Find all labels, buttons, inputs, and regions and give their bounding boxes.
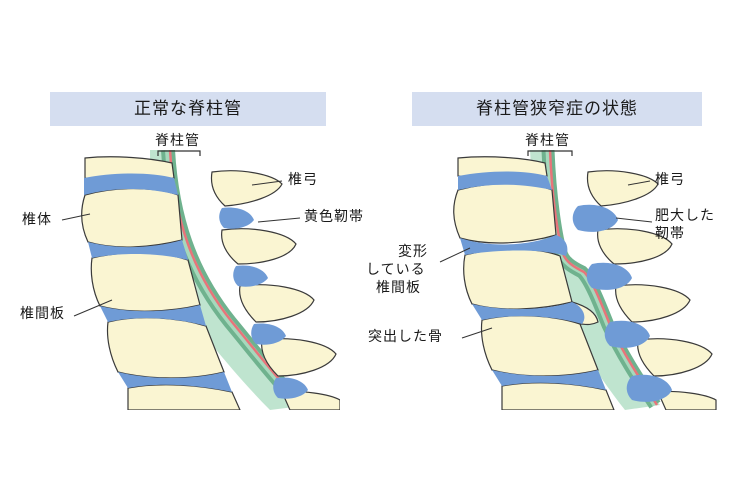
vertebral-body bbox=[90, 252, 201, 312]
lamina bbox=[261, 338, 337, 377]
label-lamina: 椎弓 bbox=[288, 172, 318, 188]
lamina bbox=[586, 170, 659, 207]
label-spinal-canal: 脊柱管 bbox=[155, 133, 200, 149]
deformed-disc bbox=[472, 302, 585, 324]
intervertebral-disc bbox=[88, 240, 188, 260]
label-intervertebral-disc: 椎間板 bbox=[20, 306, 65, 322]
label-lamina: 椎弓 bbox=[655, 172, 685, 188]
ligamentum-flavum bbox=[251, 323, 286, 345]
label-vertebral-body: 椎体 bbox=[22, 212, 52, 228]
stenosis-title: 脊柱管狭窄症の状態 bbox=[412, 92, 702, 126]
hypertrophied-ligament bbox=[572, 204, 618, 232]
deformed-disc bbox=[460, 235, 568, 256]
intervertebral-disc bbox=[118, 372, 232, 392]
spinal-cord bbox=[548, 150, 659, 406]
label-projecting-bone: 突出した骨 bbox=[368, 329, 443, 345]
intervertebral-disc bbox=[100, 305, 206, 326]
hypertrophied-ligament bbox=[586, 262, 632, 290]
label-hypertrophied-ligament-1: 肥大した bbox=[655, 208, 715, 224]
intervertebral-disc bbox=[492, 370, 606, 390]
ligamentum-flavum bbox=[219, 207, 254, 229]
stenosis-spine bbox=[453, 150, 717, 410]
vertebral-body bbox=[106, 317, 225, 379]
label-deformed-disc-1: 変形 bbox=[398, 244, 428, 260]
ligamentum-flavum bbox=[273, 377, 308, 399]
label-spinal-canal: 脊柱管 bbox=[525, 133, 570, 149]
label-deformed-disc-2: している bbox=[366, 262, 426, 278]
vertebral-body bbox=[81, 188, 183, 248]
hypertrophied-ligament bbox=[604, 320, 650, 348]
lamina bbox=[210, 170, 283, 207]
label-hypertrophied-ligament-2: 靭帯 bbox=[655, 226, 685, 242]
ligamentum-flavum bbox=[233, 265, 268, 287]
normal-spine bbox=[81, 150, 340, 410]
vertebral-body bbox=[463, 248, 573, 310]
lamina bbox=[597, 228, 673, 265]
lamina bbox=[637, 338, 713, 377]
label-deformed-disc-3: 椎間板 bbox=[376, 280, 421, 296]
lamina bbox=[221, 228, 297, 265]
normal-spine-title: 正常な脊柱管 bbox=[50, 92, 326, 126]
vertebral-body bbox=[480, 315, 599, 377]
hypertrophied-ligament bbox=[626, 374, 672, 402]
label-ligamentum-flavum: 黄色靭帯 bbox=[304, 209, 364, 225]
intervertebral-disc bbox=[458, 171, 552, 190]
lamina bbox=[239, 284, 315, 323]
lamina bbox=[615, 284, 691, 323]
vertebral-body bbox=[453, 183, 557, 244]
intervertebral-disc bbox=[84, 173, 178, 195]
